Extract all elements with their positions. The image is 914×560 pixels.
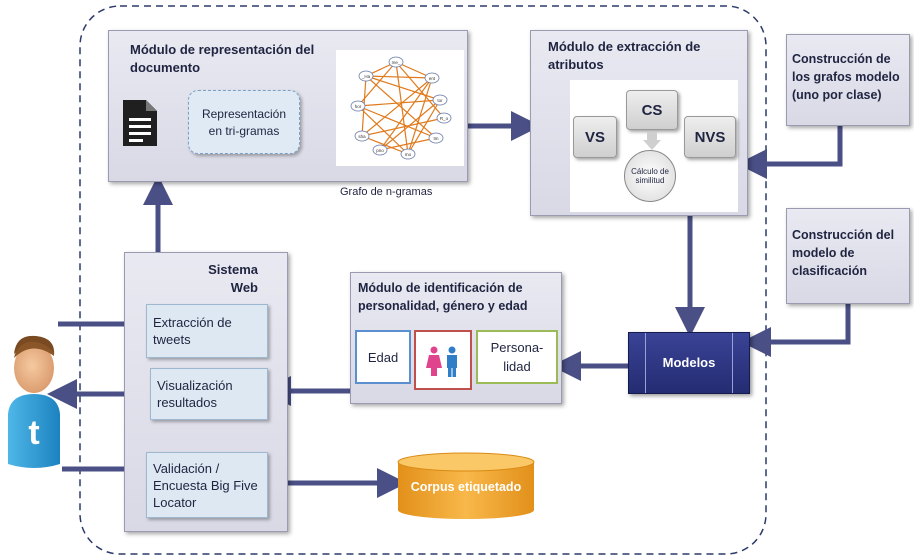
ngram-graph-svg: me_ _Ha ent hor tor R_o sha tm pno mo	[350, 56, 452, 160]
trigram-box: Representación en tri-gramas	[188, 90, 300, 154]
age-box: Edad	[355, 330, 411, 384]
gender-box	[414, 330, 472, 390]
svg-text:_Ha: _Ha	[361, 74, 371, 79]
model-graphs-title: Construcción de los grafos modelo (uno p…	[792, 52, 900, 102]
svg-text:hor: hor	[355, 104, 362, 109]
similarity-connector	[643, 132, 661, 150]
classification-model-title: Construcción del modelo de clasificación	[792, 228, 895, 278]
extraction-tweets-box[interactable]: Extracción de tweets	[146, 304, 268, 358]
arrow-grafos-to-extract	[737, 126, 843, 179]
visualization-box[interactable]: Visualización resultados	[150, 368, 268, 420]
cs-tile: CS	[626, 90, 678, 130]
personality-box: Persona-lidad	[476, 330, 558, 384]
svg-text:pno: pno	[376, 148, 384, 153]
svg-text:mo: mo	[405, 152, 412, 157]
svg-text:t: t	[28, 414, 39, 452]
svg-text:sha: sha	[358, 134, 366, 139]
extraction-title: Módulo de extracción de atributos	[548, 39, 701, 72]
classification-model-panel	[786, 208, 910, 304]
document-icon	[123, 100, 157, 146]
svg-text:R_o: R_o	[440, 116, 449, 121]
svg-text:tm: tm	[434, 136, 439, 141]
model-graphs-panel	[786, 34, 910, 126]
web-system-title: Sistema Web	[208, 262, 258, 295]
validation-box[interactable]: Validación / Encuesta Big Five Locator	[146, 452, 268, 518]
system-boundary	[79, 5, 767, 555]
similarity-circle: Cálculo de similitud	[624, 150, 676, 202]
gender-icon	[426, 346, 457, 377]
identification-title: Módulo de identificación de personalidad…	[358, 281, 528, 313]
ngram-graph: me_ _Ha ent hor tor R_o sha tm pno mo	[336, 50, 464, 166]
modelos-box: Modelos	[628, 332, 750, 394]
svg-text:me_: me_	[392, 60, 401, 65]
nvs-tile: NVS	[684, 116, 736, 158]
svg-text:ent: ent	[429, 76, 436, 81]
representation-title: Módulo de representación del documento	[130, 42, 315, 75]
graph-caption: Grafo de n-gramas	[340, 186, 433, 198]
svg-text:tor: tor	[437, 98, 443, 103]
twitter-user-icon: t	[8, 335, 60, 468]
corpus-label: Corpus etiquetado	[410, 480, 522, 494]
arrow-modelo-to-modelos	[741, 304, 851, 357]
corpus-cylinder	[397, 452, 535, 519]
vs-tile: VS	[573, 116, 617, 158]
modelos-label: Modelos	[662, 355, 716, 370]
